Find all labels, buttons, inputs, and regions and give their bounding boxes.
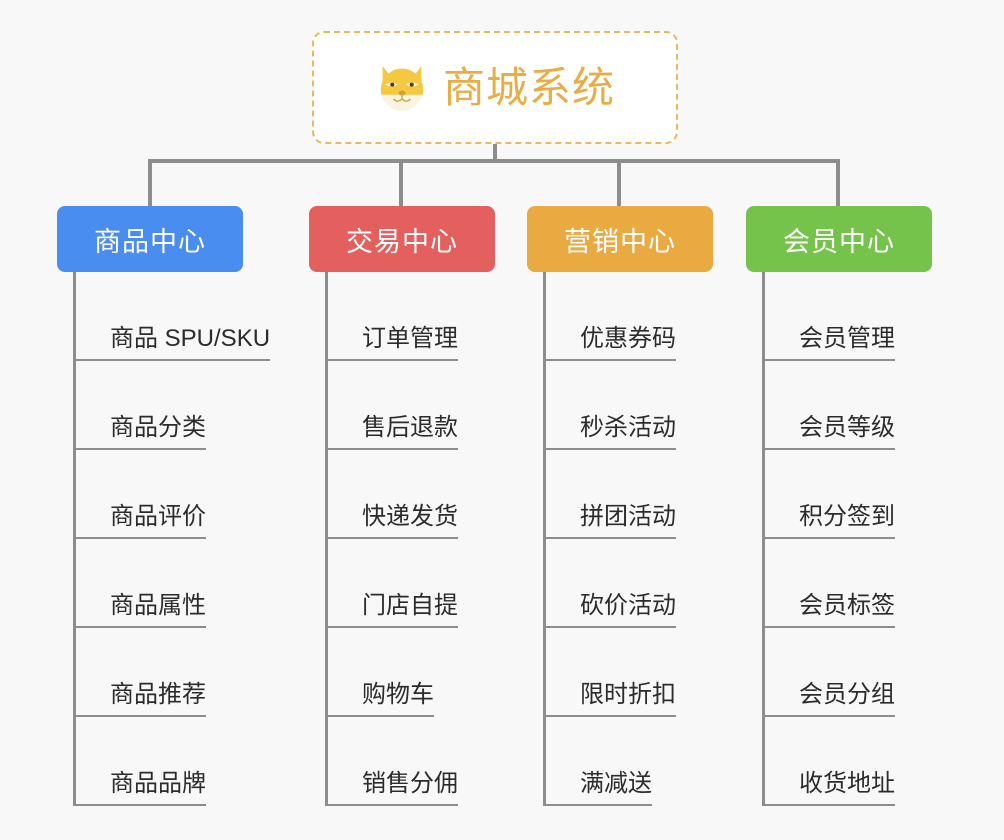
list-item-label: 拼团活动 [580, 503, 676, 539]
list-item[interactable]: 购物车 [328, 628, 495, 717]
list-item-label: 商品品牌 [110, 770, 206, 806]
connector-horizontal-bus [148, 159, 840, 163]
list-item[interactable]: 满减送 [546, 717, 713, 806]
list-item[interactable]: 砍价活动 [546, 539, 713, 628]
connector-drop-2 [399, 159, 403, 206]
list-item[interactable]: 收货地址 [765, 717, 932, 806]
root-node[interactable]: 商城系统 [312, 31, 678, 144]
list-item[interactable]: 商品评价 [76, 450, 270, 539]
list-item-label: 满减送 [580, 770, 652, 806]
list-item-label: 商品 SPU/SKU [110, 325, 271, 361]
list-item-label: 快递发货 [362, 503, 458, 539]
branch-product-center: 商品中心 商品 SPU/SKU 商品分类 商品评价 商品属性 商品推荐 商品品牌 [57, 206, 271, 806]
list-item[interactable]: 门店自提 [328, 539, 495, 628]
list-item[interactable]: 商品属性 [76, 539, 270, 628]
list-item-label: 购物车 [362, 681, 434, 717]
list-item-label: 收货地址 [799, 770, 895, 806]
list-item[interactable]: 拼团活动 [546, 450, 713, 539]
list-item-label: 商品推荐 [110, 681, 206, 717]
list-item-label: 会员等级 [799, 414, 895, 450]
root-title: 商城系统 [442, 63, 615, 111]
list-item-label: 优惠券码 [580, 325, 676, 361]
list-item[interactable]: 会员等级 [765, 361, 932, 450]
branch-member-center: 会员中心 会员管理 会员等级 积分签到 会员标签 会员分组 收货地址 [746, 206, 932, 806]
list-item-label: 积分签到 [799, 503, 895, 539]
branch-marketing-center: 营销中心 优惠券码 秒杀活动 拼团活动 砍价活动 限时折扣 满减送 [527, 206, 713, 806]
list-item[interactable]: 销售分佣 [328, 717, 495, 806]
shiba-dog-icon [380, 65, 424, 111]
list-item[interactable]: 优惠券码 [546, 272, 713, 361]
list-item-label: 商品分类 [110, 414, 206, 450]
list-item-label: 商品属性 [110, 592, 206, 628]
branch-items-4: 会员管理 会员等级 积分签到 会员标签 会员分组 收货地址 [762, 272, 932, 806]
list-item-label: 会员管理 [799, 325, 895, 361]
list-item-label: 销售分佣 [362, 770, 458, 806]
branch-items-2: 订单管理 售后退款 快递发货 门店自提 购物车 销售分佣 [325, 272, 495, 806]
list-item-label: 砍价活动 [580, 592, 676, 628]
branch-items-1: 商品 SPU/SKU 商品分类 商品评价 商品属性 商品推荐 商品品牌 [73, 272, 271, 806]
list-item-label: 会员分组 [799, 681, 895, 717]
list-item[interactable]: 订单管理 [328, 272, 495, 361]
list-item-label: 会员标签 [799, 592, 895, 628]
list-item[interactable]: 会员管理 [765, 272, 932, 361]
list-item-label: 售后退款 [362, 414, 458, 450]
list-item[interactable]: 快递发货 [328, 450, 495, 539]
connector-drop-1 [148, 159, 152, 206]
list-item[interactable]: 售后退款 [328, 361, 495, 450]
connector-drop-3 [617, 159, 621, 206]
branch-trade-center: 交易中心 订单管理 售后退款 快递发货 门店自提 购物车 销售分佣 [309, 206, 495, 806]
branch-header-3[interactable]: 营销中心 [527, 206, 713, 272]
list-item[interactable]: 商品分类 [76, 361, 270, 450]
connector-drop-4 [836, 159, 840, 206]
branch-header-1[interactable]: 商品中心 [57, 206, 243, 272]
list-item-label: 商品评价 [110, 503, 206, 539]
list-item[interactable]: 商品品牌 [76, 717, 270, 806]
list-item[interactable]: 限时折扣 [546, 628, 713, 717]
list-item[interactable]: 会员标签 [765, 539, 932, 628]
list-item[interactable]: 商品 SPU/SKU [76, 272, 271, 361]
list-item[interactable]: 积分签到 [765, 450, 932, 539]
list-item[interactable]: 秒杀活动 [546, 361, 713, 450]
branch-header-2[interactable]: 交易中心 [309, 206, 495, 272]
list-item-label: 门店自提 [362, 592, 458, 628]
list-item-label: 订单管理 [362, 325, 458, 361]
branch-header-4[interactable]: 会员中心 [746, 206, 932, 272]
list-item[interactable]: 商品推荐 [76, 628, 270, 717]
list-item-label: 秒杀活动 [580, 414, 676, 450]
list-item[interactable]: 会员分组 [765, 628, 932, 717]
branch-items-3: 优惠券码 秒杀活动 拼团活动 砍价活动 限时折扣 满减送 [543, 272, 713, 806]
list-item-label: 限时折扣 [580, 681, 676, 717]
connector-root-stem [493, 144, 497, 162]
